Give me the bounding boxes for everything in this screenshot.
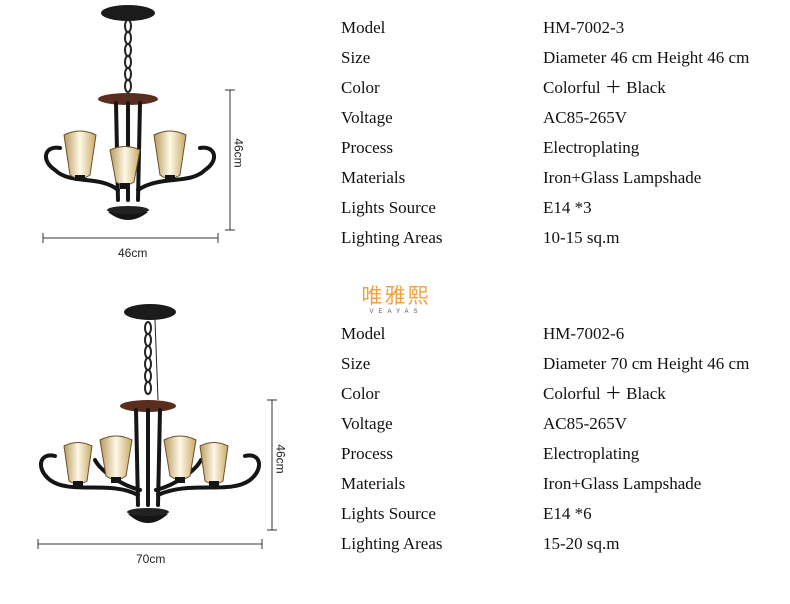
spec-value: HM-7002-6 bbox=[543, 324, 625, 343]
lampshade-left bbox=[63, 130, 97, 181]
width-dimension-line bbox=[37, 539, 263, 549]
height-dimension-line bbox=[225, 89, 235, 231]
spec-value: Electroplating bbox=[543, 138, 640, 157]
spec-label: Lighting Areas bbox=[341, 534, 443, 553]
product-section-1: 46cm 46cm Model HM-7002-3 Size Diameter … bbox=[0, 0, 790, 300]
brand-name-cn: 唯雅熙 bbox=[361, 284, 431, 308]
height-label: 46cm bbox=[273, 444, 288, 474]
spec-value: Diameter 46 cm Height 46 cm bbox=[543, 48, 750, 67]
width-label: 46cm bbox=[118, 246, 148, 260]
spec-label: Model bbox=[341, 18, 386, 37]
spec-label: Model bbox=[341, 324, 386, 343]
frame-base bbox=[128, 514, 168, 523]
spec-value: Iron+Glass Lampshade bbox=[543, 474, 702, 493]
chain bbox=[124, 19, 132, 93]
spec-label: Materials bbox=[341, 168, 406, 187]
spec-value: AC85-265V bbox=[543, 108, 628, 127]
spec-value: Electroplating bbox=[543, 444, 640, 463]
height-dimension-line bbox=[267, 399, 277, 531]
spec-value: Colorful ＋ Black bbox=[543, 78, 666, 97]
brand-name-en: VEAYAS bbox=[369, 309, 423, 315]
lampshade-4 bbox=[199, 442, 229, 487]
spec-value: E14 *6 bbox=[543, 504, 592, 523]
spec-value: AC85-265V bbox=[543, 414, 628, 433]
lampshade-right bbox=[153, 130, 187, 181]
spec-label: Lights Source bbox=[341, 198, 436, 217]
spec-label: Process bbox=[341, 444, 393, 463]
chain bbox=[144, 321, 152, 395]
lampshade-center bbox=[109, 146, 141, 189]
spec-value: 10-15 sq.m bbox=[543, 228, 620, 247]
spec-label: Process bbox=[341, 138, 393, 157]
spec-label: Voltage bbox=[341, 414, 393, 433]
spec-label: Lights Source bbox=[341, 504, 436, 523]
height-label: 46cm bbox=[231, 138, 246, 168]
spec-label: Voltage bbox=[341, 108, 393, 127]
ceiling-canopy bbox=[124, 304, 176, 320]
spec-label: Size bbox=[341, 354, 371, 373]
bronze-plate bbox=[120, 400, 176, 412]
spec-label: Size bbox=[341, 48, 371, 67]
spec-label: Color bbox=[341, 78, 380, 97]
lampshade-1 bbox=[63, 442, 93, 487]
chandelier-3-light-illustration bbox=[42, 5, 235, 243]
width-label: 70cm bbox=[136, 552, 166, 566]
spec-value: E14 *3 bbox=[543, 198, 592, 217]
spec-value: Colorful ＋ Black bbox=[543, 384, 666, 403]
spec-label: Materials bbox=[341, 474, 406, 493]
ceiling-canopy bbox=[101, 5, 155, 21]
lampshade-2 bbox=[99, 435, 133, 483]
spec-label: Color bbox=[341, 384, 380, 403]
spec-value: HM-7002-3 bbox=[543, 18, 625, 37]
chandelier-6-light-illustration bbox=[37, 304, 277, 549]
spec-value: Diameter 70 cm Height 46 cm bbox=[543, 354, 750, 373]
brand-logo: 唯雅熙 VEAYAS bbox=[354, 284, 438, 316]
spec-label: Lighting Areas bbox=[341, 228, 443, 247]
frame-base bbox=[108, 212, 148, 220]
spec-value: 15-20 sq.m bbox=[543, 534, 620, 553]
bronze-plate bbox=[98, 93, 158, 105]
lampshade-3 bbox=[163, 435, 197, 483]
spec-value: Iron+Glass Lampshade bbox=[543, 168, 702, 187]
product-section-2: 70cm 46cm Model HM-7002-6 Size Diameter … bbox=[0, 300, 790, 604]
width-dimension-line bbox=[42, 233, 219, 243]
